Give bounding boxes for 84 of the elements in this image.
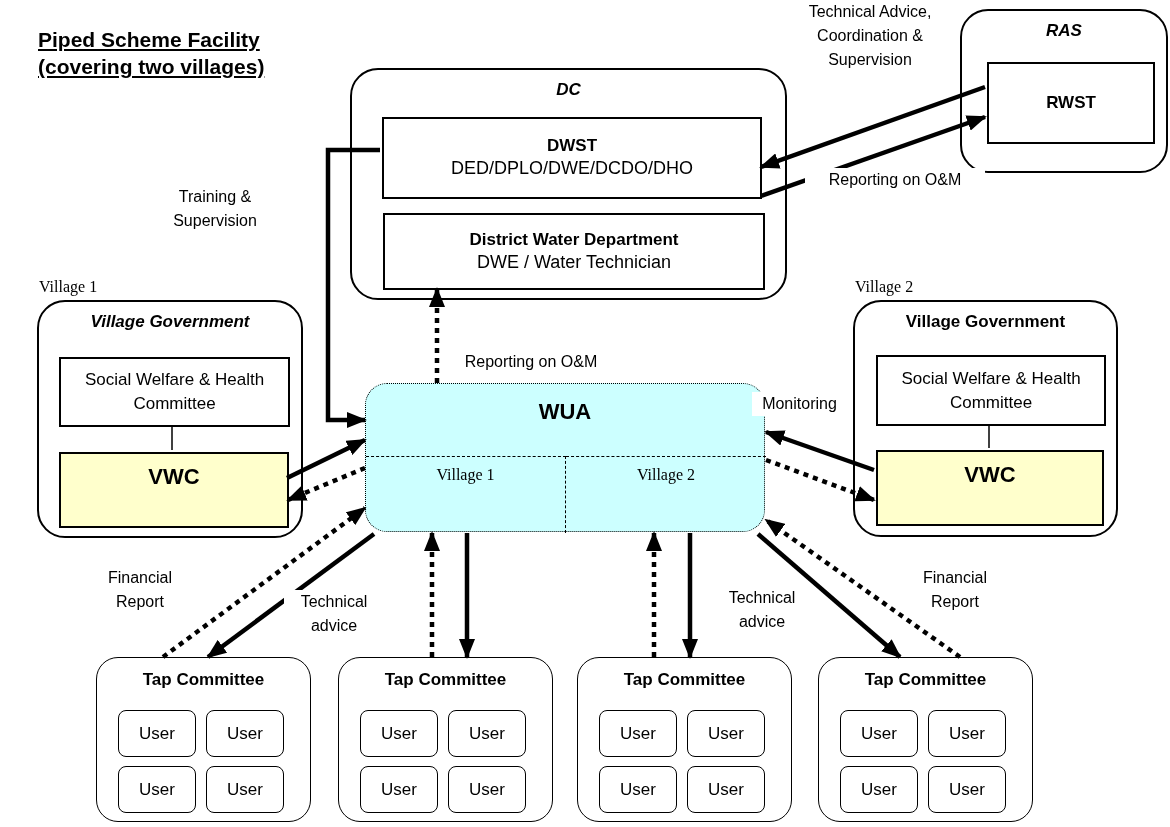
user-box bbox=[840, 710, 918, 757]
title: Piped Scheme Facility (covering two villages) bbox=[38, 27, 266, 80]
node-title: User bbox=[620, 723, 656, 744]
node-title: User bbox=[708, 723, 744, 744]
node-title: User bbox=[469, 779, 505, 800]
node-title: Tap Committee bbox=[864, 670, 987, 690]
node-title: DWST bbox=[546, 136, 597, 156]
user-box bbox=[599, 766, 677, 813]
node-title: District Water Department bbox=[469, 229, 679, 250]
user-box bbox=[599, 710, 677, 757]
node-title: User bbox=[949, 723, 985, 744]
village-caption: Village 2 bbox=[855, 278, 914, 296]
village-section bbox=[366, 456, 566, 533]
arrow bbox=[764, 429, 875, 473]
node-title: Tap Committee bbox=[623, 670, 746, 690]
arrow bbox=[764, 518, 962, 659]
process-box bbox=[59, 357, 290, 427]
node-title: Social Welfare & Health Committee bbox=[83, 369, 266, 415]
tap-committee-box bbox=[96, 657, 311, 822]
tap-committee-box bbox=[577, 657, 792, 822]
process-box bbox=[987, 62, 1155, 144]
node-title: VWC bbox=[148, 464, 200, 490]
node-title: User bbox=[861, 779, 897, 800]
node-title: Tap Committee bbox=[142, 670, 265, 690]
user-box bbox=[360, 710, 438, 757]
node-text: DED/DPLO/DWE/DCDO/DHO bbox=[451, 157, 693, 180]
user-box bbox=[448, 710, 526, 757]
village-caption: Village 1 bbox=[39, 278, 98, 296]
node-title: Social Welfare & Health Committee bbox=[900, 367, 1082, 414]
node-title: Village Government bbox=[90, 312, 250, 332]
node-title: User bbox=[708, 779, 744, 800]
user-box bbox=[360, 766, 438, 813]
node-title: RAS bbox=[1046, 21, 1082, 41]
arrow bbox=[206, 532, 376, 659]
node-title: DC bbox=[556, 80, 581, 100]
node-title: WUA bbox=[538, 402, 592, 422]
arrow bbox=[161, 506, 367, 659]
node-title: Tap Committee bbox=[384, 670, 507, 690]
arrow bbox=[459, 533, 475, 659]
committee-box bbox=[876, 450, 1104, 526]
user-box bbox=[928, 766, 1006, 813]
arrow bbox=[682, 533, 698, 659]
node-title: User bbox=[469, 723, 505, 744]
user-box bbox=[206, 710, 284, 757]
arrow bbox=[286, 465, 366, 503]
arrow bbox=[286, 437, 367, 481]
process-box bbox=[383, 213, 765, 290]
group-box bbox=[350, 68, 787, 300]
node-title: User bbox=[381, 723, 417, 744]
node-title: Village Government bbox=[905, 312, 1066, 332]
user-box bbox=[448, 766, 526, 813]
tap-committee-box bbox=[338, 657, 553, 822]
arrow bbox=[756, 532, 902, 659]
process-box bbox=[382, 117, 762, 199]
node-title: User bbox=[139, 779, 175, 800]
user-box bbox=[206, 766, 284, 813]
process-box bbox=[876, 355, 1106, 426]
arrow bbox=[759, 84, 986, 170]
arrow bbox=[325, 147, 380, 428]
user-box bbox=[118, 766, 196, 813]
arrow bbox=[646, 531, 662, 657]
node-title: User bbox=[227, 723, 263, 744]
node-text: DWE / Water Technician bbox=[476, 250, 672, 274]
node-title: User bbox=[861, 723, 897, 744]
node-title: User bbox=[381, 779, 417, 800]
arrow bbox=[424, 531, 440, 657]
node-title: User bbox=[949, 779, 985, 800]
arrow bbox=[765, 457, 876, 503]
user-box bbox=[118, 710, 196, 757]
node-title: RWST bbox=[1045, 93, 1097, 113]
node-title: Village 1 bbox=[436, 465, 495, 485]
user-box bbox=[840, 766, 918, 813]
user-box bbox=[687, 766, 765, 813]
user-box bbox=[928, 710, 1006, 757]
node-title: User bbox=[620, 779, 656, 800]
node-title: User bbox=[227, 779, 263, 800]
node-title: User bbox=[139, 723, 175, 744]
group-box bbox=[960, 9, 1168, 173]
node-title: VWC bbox=[964, 462, 1016, 488]
node-title: Village 2 bbox=[636, 465, 696, 485]
committee-box bbox=[59, 452, 289, 528]
association-box bbox=[365, 383, 765, 532]
user-box bbox=[687, 710, 765, 757]
tap-committee-box bbox=[818, 657, 1033, 822]
